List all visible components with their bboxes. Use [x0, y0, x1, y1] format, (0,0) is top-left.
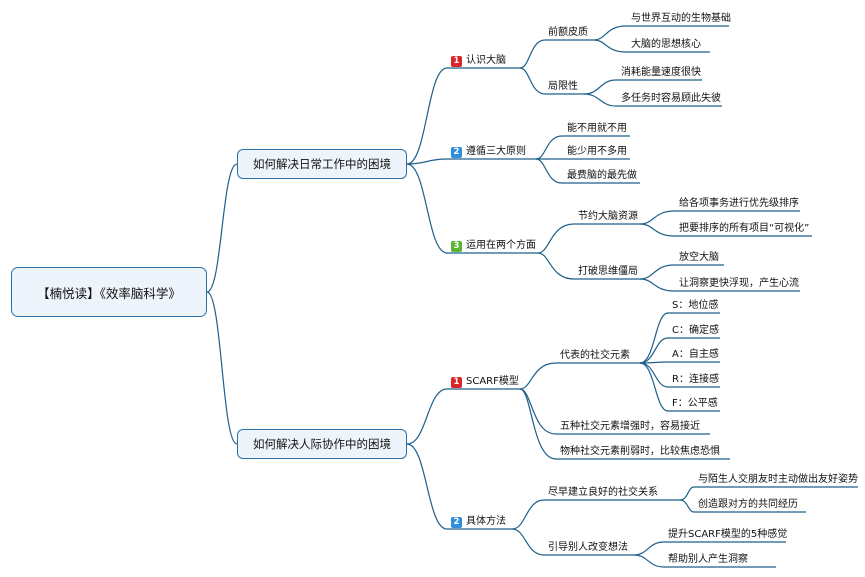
connector-line [519, 39, 594, 69]
subtopic-label: 认识大脑 [466, 55, 506, 66]
connector-line [583, 79, 702, 95]
leaf-topic[interactable]: 让洞察更快浮现，产生心流 [679, 278, 799, 289]
number-badge: 2 [451, 516, 462, 528]
connector-line [519, 67, 584, 95]
leaf-topic[interactable]: 给各项事务进行优先级排序 [679, 198, 799, 209]
leaf-topic[interactable]: S：地位感 [672, 300, 719, 311]
connector-line [519, 388, 730, 460]
connector-line [537, 223, 640, 254]
connector-line [583, 93, 722, 107]
connector-line [406, 388, 520, 445]
leaf-topic[interactable]: 能不用就不用 [567, 123, 627, 134]
leaf-topic[interactable]: 多任务时容易顾此失彼 [621, 93, 721, 104]
subtopic-know-brain[interactable]: 1 认识大脑 [451, 55, 506, 68]
subtopic-label: SCARF模型 [466, 376, 519, 387]
connector-line [406, 443, 512, 530]
number-badge: 2 [451, 146, 462, 158]
connector-line [406, 67, 520, 165]
connector-line [639, 278, 800, 292]
subtopic-label: 遵循三大原则 [466, 146, 526, 157]
connector-line [511, 528, 634, 556]
connector-line [639, 210, 800, 225]
connector-line [535, 135, 630, 160]
leaf-topic[interactable]: 把要排序的所有项目“可视化” [679, 223, 810, 234]
topic-social-elements[interactable]: 代表的社交元素 [560, 350, 630, 361]
connector-line [679, 499, 806, 513]
leaf-topic[interactable]: 帮助别人产生洞察 [668, 554, 748, 565]
connector-line [633, 541, 786, 556]
subtopic-label: 具体方法 [466, 516, 506, 527]
subtopic-label: 运用在两个方面 [466, 240, 536, 251]
leaf-topic[interactable]: 最费脑的最先做 [567, 170, 637, 181]
topic-save-resources[interactable]: 节约大脑资源 [578, 211, 638, 222]
subtopic-three-principles[interactable]: 2 遵循三大原则 [451, 146, 526, 159]
leaf-topic[interactable]: F：公平感 [672, 398, 718, 409]
leaf-topic[interactable]: 大脑的思想核心 [631, 39, 701, 50]
connector-line [406, 163, 538, 254]
leaf-topic[interactable]: R：连接感 [672, 374, 719, 385]
connector-line [535, 158, 640, 184]
leaf-topic[interactable]: 消耗能量速度很快 [621, 67, 701, 78]
leaf-topic[interactable]: 能少用不多用 [567, 146, 627, 157]
connector-line [206, 291, 238, 445]
leaf-topic[interactable]: 物种社交元素削弱时，比较焦虑恐惧 [560, 446, 720, 457]
topic-guide-others[interactable]: 引导别人改变想法 [548, 542, 628, 553]
leaf-topic[interactable]: 放空大脑 [679, 252, 719, 263]
number-badge: 1 [451, 376, 462, 388]
connector-line [593, 39, 710, 53]
main-topic-daily-work[interactable]: 如何解决日常工作中的困境 [237, 149, 407, 179]
root-topic[interactable]: 【楠悦读】《效率脑科学》 [11, 267, 207, 317]
connector-line [639, 223, 812, 237]
topic-build-relations[interactable]: 尽早建立良好的社交关系 [548, 487, 658, 498]
connector-line [639, 337, 720, 364]
connector-line [639, 312, 720, 364]
leaf-topic[interactable]: 五种社交元素增强时，容易接近 [560, 421, 700, 432]
subtopic-two-aspects[interactable]: 3 运用在两个方面 [451, 240, 536, 253]
connector-line [593, 25, 729, 41]
connector-line [639, 264, 724, 280]
number-badge: 1 [451, 55, 462, 67]
connector-line [206, 163, 238, 293]
subtopic-scarf[interactable]: 1 SCARF模型 [451, 376, 519, 389]
leaf-topic[interactable]: 与陌生人交朋友时主动做出友好姿势 [698, 474, 858, 485]
connector-line [639, 362, 720, 412]
topic-prefrontal-cortex[interactable]: 前额皮质 [548, 27, 588, 38]
leaf-topic[interactable]: 创造跟对方的共同经历 [698, 499, 798, 510]
connector-line [537, 252, 640, 280]
subtopic-methods[interactable]: 2 具体方法 [451, 516, 506, 529]
connector-line [679, 486, 858, 501]
leaf-topic[interactable]: 与世界互动的生物基础 [631, 13, 731, 24]
leaf-topic[interactable]: 提升SCARF模型的5种感觉 [668, 529, 788, 540]
topic-break-deadlock[interactable]: 打破思维僵局 [578, 266, 638, 277]
topic-limitations[interactable]: 局限性 [548, 81, 578, 92]
leaf-topic[interactable]: A：自主感 [672, 349, 719, 360]
connector-line [406, 158, 536, 165]
connector-line [633, 554, 776, 568]
connector-line [639, 361, 720, 364]
number-badge: 3 [451, 240, 462, 252]
connector-line [511, 499, 680, 530]
leaf-topic[interactable]: C：确定感 [672, 325, 719, 336]
main-topic-collaboration[interactable]: 如何解决人际协作中的困境 [237, 429, 407, 459]
connector-line [519, 362, 640, 390]
